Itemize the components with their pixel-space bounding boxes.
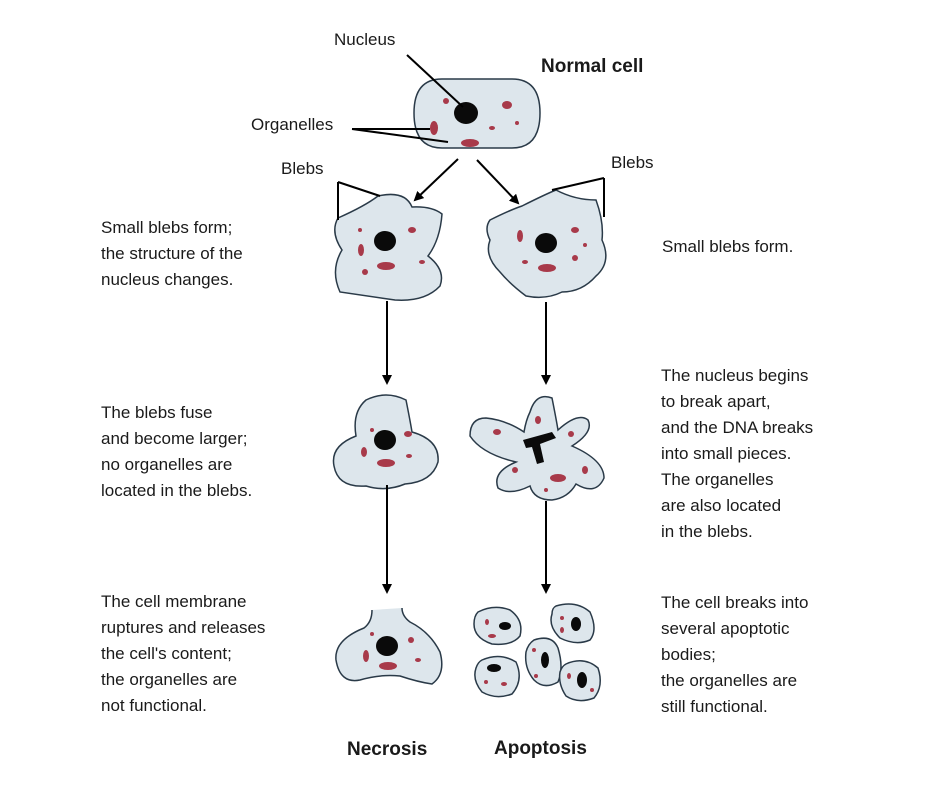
organelles-label: Organelles	[251, 115, 334, 134]
arrow-normal-to-apoptosis	[476, 159, 520, 205]
organelle	[415, 658, 421, 662]
apoptotic-body	[474, 655, 520, 698]
organelle	[362, 269, 368, 275]
necrosis-cell-3-nucleus	[376, 636, 398, 656]
organelle	[377, 459, 395, 467]
organelle	[430, 121, 438, 135]
organelle	[560, 616, 564, 620]
necrosis-cell-2-nucleus	[374, 430, 396, 450]
apoptosis-cell-1-nucleus	[535, 233, 557, 253]
organelle	[583, 243, 587, 247]
normal-cell-nucleus	[454, 102, 478, 124]
nucleus-label: Nucleus	[334, 30, 396, 49]
organelle	[408, 637, 414, 643]
apoptotic-body	[550, 603, 595, 644]
nucleus-pointer	[406, 54, 464, 108]
blebs-right-pointer-2	[551, 177, 605, 191]
necrosis-step-2-text: The blebs fuse and become larger; no org…	[101, 403, 253, 500]
organelle	[358, 228, 362, 232]
organelle	[361, 447, 367, 457]
organelle	[522, 260, 528, 264]
necrosis-cell-ruptured	[335, 607, 443, 685]
organelle	[370, 632, 374, 636]
apoptosis-title: Apoptosis	[494, 738, 587, 759]
organelles-pointer-2	[351, 128, 449, 143]
apoptosis-cell-fragmenting-nucleus	[469, 395, 605, 501]
apoptotic-body-nucleus	[571, 617, 581, 631]
organelle	[489, 126, 495, 130]
apoptosis-step-3-text: The cell breaks into several apoptotic b…	[661, 593, 809, 716]
organelle	[370, 428, 374, 432]
blebs-right-label: Blebs	[611, 153, 654, 172]
apoptotic-body-nucleus	[577, 672, 587, 688]
organelle	[419, 260, 425, 264]
normal-cell-title: Normal cell	[541, 56, 644, 77]
organelle	[485, 619, 489, 625]
apoptotic-body	[524, 637, 562, 687]
apoptotic-body	[558, 660, 601, 702]
blebs-left-label: Blebs	[281, 159, 324, 178]
arrow-normal-to-necrosis	[413, 158, 459, 202]
apoptosis-step-2-text: The nucleus begins to break apart, and t…	[661, 366, 814, 541]
organelle	[404, 431, 412, 437]
organelle	[534, 674, 538, 678]
organelle	[538, 264, 556, 272]
organelle	[461, 139, 479, 147]
organelle	[443, 98, 449, 104]
apoptotic-bodies	[473, 603, 601, 702]
apoptotic-body-nucleus	[541, 652, 549, 668]
organelle	[568, 431, 574, 437]
apoptosis-step-1-text: Small blebs form.	[662, 237, 794, 256]
organelle	[363, 650, 369, 662]
blebs-left-pointer-2	[337, 181, 381, 197]
organelle	[379, 662, 397, 670]
organelle	[408, 227, 416, 233]
organelle	[515, 121, 519, 125]
organelle	[550, 474, 566, 482]
necrosis-cell-1-nucleus	[374, 231, 396, 251]
apoptosis-cell-small-blebs	[486, 189, 607, 299]
organelle	[488, 634, 496, 638]
necrosis-step-3-text: The cell membrane ruptures and releases …	[101, 592, 266, 715]
necrosis-title: Necrosis	[347, 739, 428, 760]
apoptotic-body	[473, 606, 522, 646]
organelle	[502, 101, 512, 109]
necrosis-cell-small-blebs	[334, 193, 443, 301]
organelle	[544, 488, 548, 492]
organelle	[572, 255, 578, 261]
organelle	[377, 262, 395, 270]
organelle	[501, 682, 507, 686]
organelle	[517, 230, 523, 242]
organelle	[358, 244, 364, 256]
organelle	[590, 688, 594, 692]
organelle	[532, 648, 536, 652]
organelle	[582, 466, 588, 474]
organelle	[512, 467, 518, 473]
apoptotic-body-membrane	[474, 655, 520, 698]
organelle	[567, 673, 571, 679]
organelle	[560, 627, 564, 633]
organelle	[493, 429, 501, 435]
organelle	[535, 416, 541, 424]
apoptotic-body-nucleus	[487, 664, 501, 672]
organelle	[484, 680, 488, 684]
necrosis-step-1-text: Small blebs form; the structure of the n…	[101, 218, 243, 289]
necrosis-cell-fused-blebs	[332, 394, 439, 490]
apoptotic-body-membrane	[473, 606, 522, 646]
normal-cell	[413, 78, 541, 149]
apoptosis-cell-2-fragmented-nucleus	[523, 432, 556, 464]
apoptotic-body-nucleus	[499, 622, 511, 630]
organelle	[406, 454, 412, 458]
organelle	[571, 227, 579, 233]
